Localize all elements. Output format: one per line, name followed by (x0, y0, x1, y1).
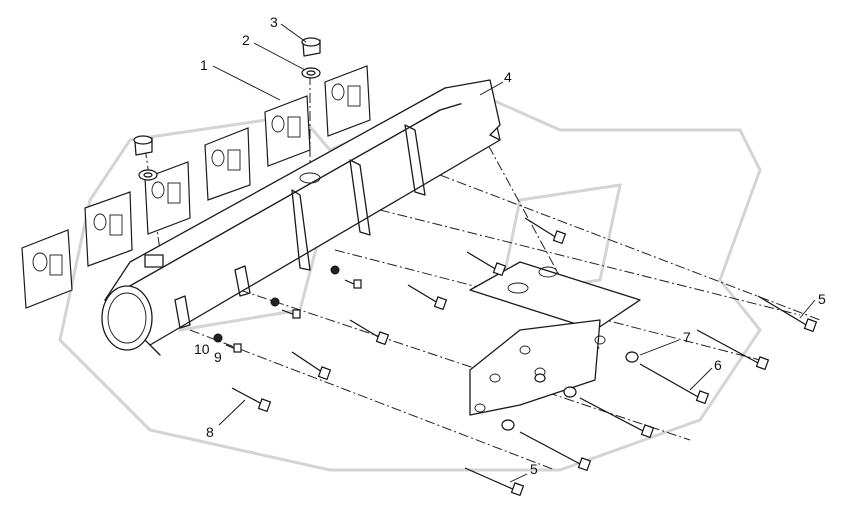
bolt-5-lower (464, 467, 525, 497)
callout-8: 8 (206, 424, 214, 440)
callout-labels: 1 2 3 4 5 5 6 7 8 9 10 (194, 14, 826, 477)
callout-10: 10 (194, 341, 210, 357)
callout-3: 3 (270, 14, 278, 30)
callout-4: 4 (504, 69, 512, 85)
mounting-bracket (469, 261, 641, 416)
bolt-set (225, 217, 818, 497)
washer-2 (301, 67, 321, 79)
gasket-3 (144, 161, 191, 235)
gasket-5 (264, 95, 311, 167)
callout-9: 9 (214, 349, 222, 365)
callout-2: 2 (242, 32, 250, 48)
callout-5-upper: 5 (818, 291, 826, 307)
gasket-6 (324, 65, 371, 137)
bolt-8 (231, 387, 272, 413)
callout-1: 1 (200, 57, 208, 73)
plug-cap-3 (301, 37, 321, 57)
exhaust-manifold (101, 79, 501, 356)
gasket-1 (21, 229, 73, 309)
callout-7: 7 (683, 329, 691, 345)
callout-5-lower: 5 (530, 461, 538, 477)
bolt-row-a (291, 217, 567, 381)
gasket-group (21, 65, 371, 309)
bolt-5-upper (757, 295, 818, 333)
callout-6: 6 (714, 357, 722, 373)
gasket-2 (84, 191, 133, 267)
small-bolts (225, 279, 362, 353)
leader-lines (212, 23, 816, 483)
washers-nuts (213, 265, 639, 431)
bolt-row-b (519, 329, 770, 472)
plug-cap-left (133, 135, 158, 181)
gasket-4 (204, 127, 251, 201)
